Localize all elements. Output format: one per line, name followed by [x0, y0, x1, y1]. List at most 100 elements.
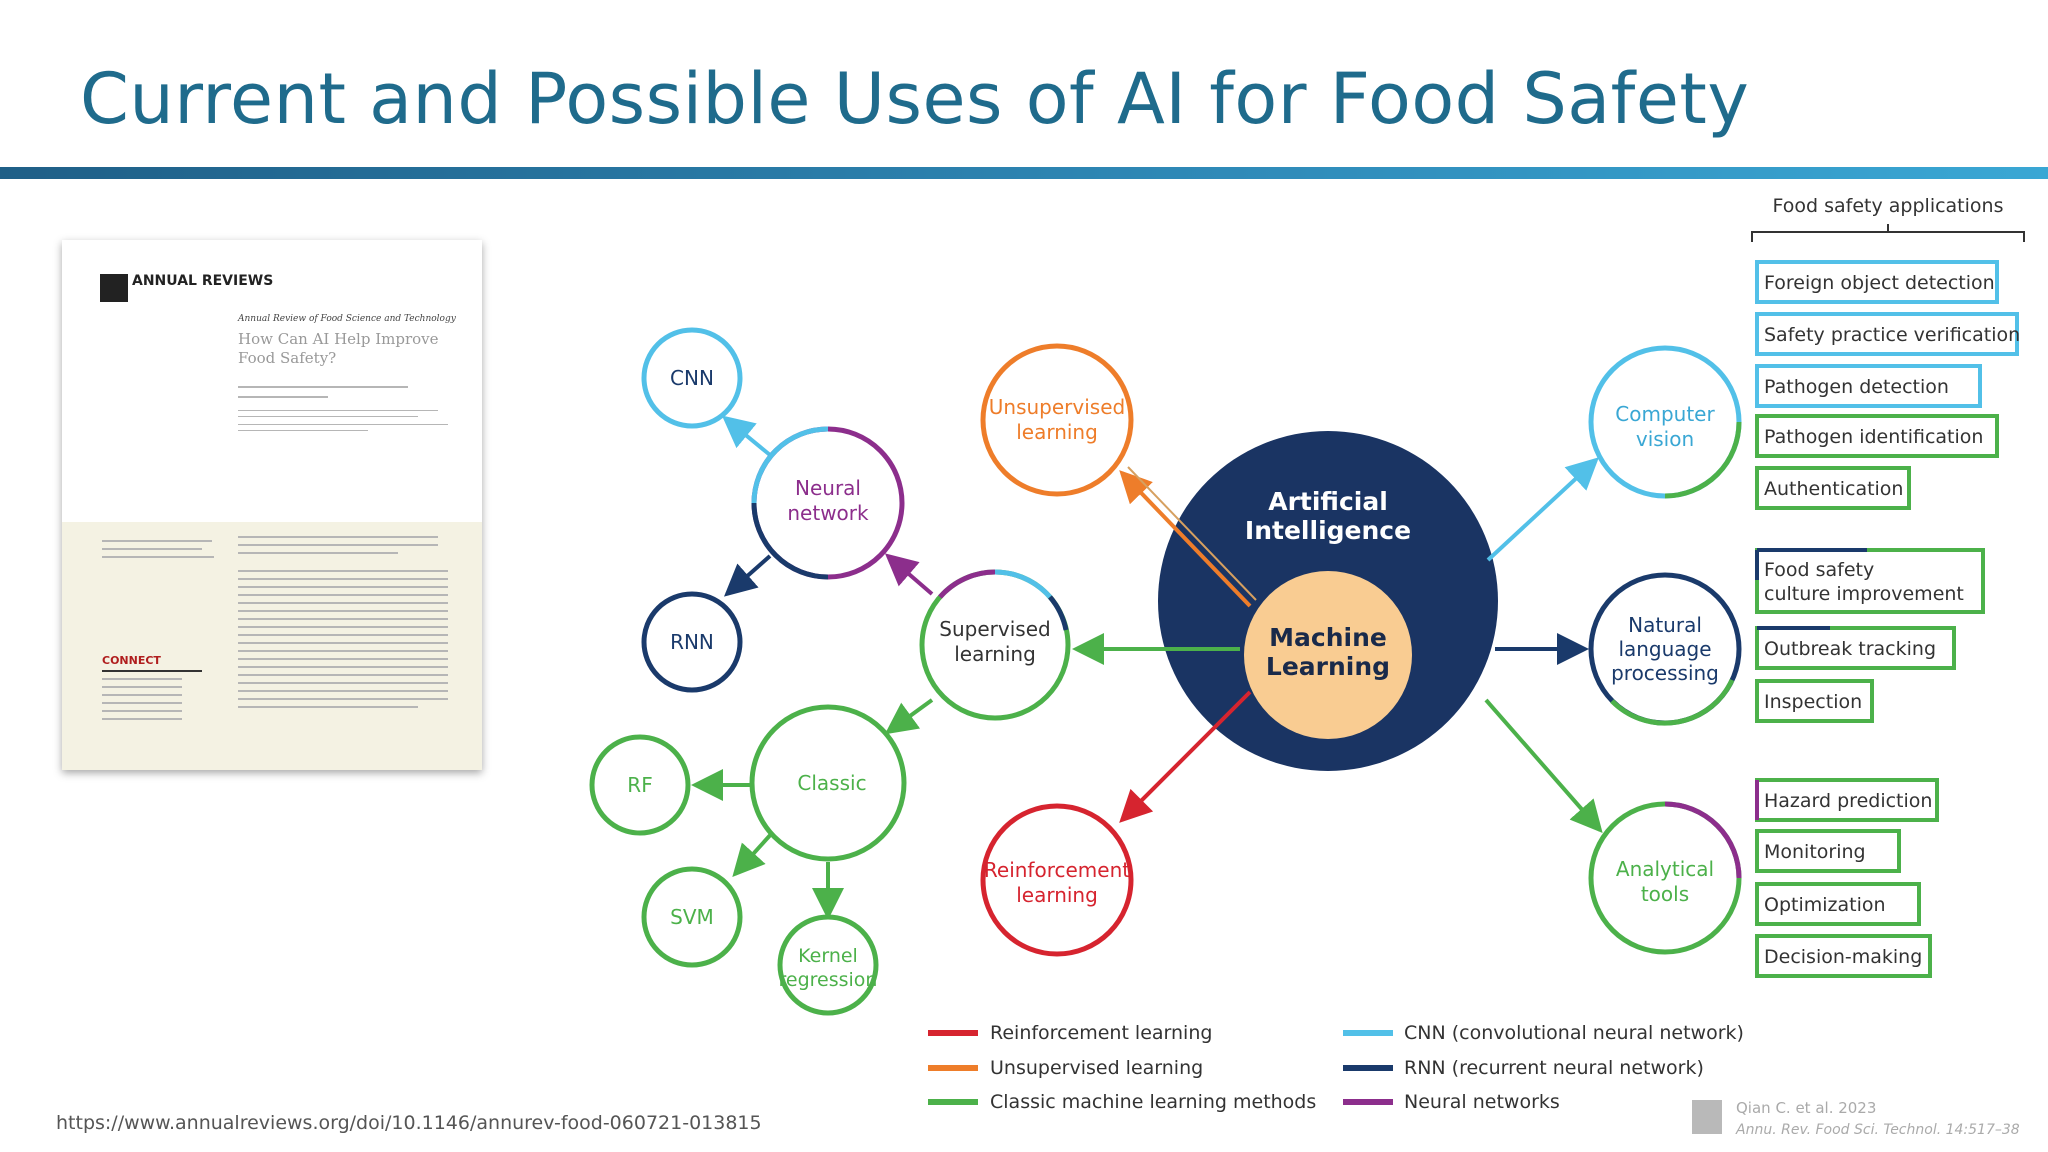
paper-text-line [238, 618, 448, 620]
app-label: Monitoring [1764, 841, 1866, 863]
paper-text-line [238, 650, 448, 652]
app-label: Pathogen detection [1764, 376, 1949, 398]
paper-text-line [238, 706, 418, 708]
kernel-regression-node [777, 914, 879, 1016]
page-title: Current and Possible Uses of AI for Food… [80, 58, 1750, 140]
citation-line: Qian C. et al. 2023 [1736, 1099, 1876, 1117]
paper-text-line [238, 674, 448, 676]
supervised-label: learning [954, 642, 1036, 666]
ml-label: Learning [1266, 652, 1390, 681]
app-label: Hazard prediction [1764, 790, 1932, 812]
app-label: Decision-making [1764, 946, 1922, 968]
paper-text-line [102, 670, 202, 672]
paper-text-line [238, 594, 448, 596]
arrow-neural-to-cnn [721, 415, 772, 457]
analytical-tools-label: Analytical [1616, 857, 1714, 881]
paper-text-line [238, 552, 398, 554]
app-label: Authentication [1764, 478, 1903, 500]
paper-text-line [238, 430, 368, 431]
app-label: Pathogen identification [1764, 426, 1983, 448]
source-url[interactable]: https://www.annualreviews.org/doi/10.114… [56, 1112, 762, 1134]
neural-network-arc-rnn [751, 502, 829, 580]
nlp-arc-classic [1610, 678, 1735, 726]
paper-text-line [238, 682, 448, 684]
arrow-supervised-to-neural [884, 553, 934, 596]
paper-text-line [102, 678, 182, 680]
computer-vision-arc-classic [1664, 421, 1742, 499]
classic-node [749, 704, 907, 862]
paper-text-line [238, 416, 418, 417]
arrow-classic-to-svm [732, 830, 775, 877]
reinforcement-label: Reinforcement [984, 858, 1130, 882]
analytical-tools-arc-neural [1664, 801, 1742, 879]
legend-label: Unsupervised learning [990, 1057, 1203, 1079]
kernel-regression-label: Kernel [798, 945, 858, 967]
kernel-regression-label: regression [779, 969, 878, 991]
paper-text-line [102, 540, 212, 542]
paper-text-line [238, 690, 448, 692]
analytical-tools-label: tools [1641, 882, 1689, 906]
paper-text-line [238, 634, 448, 636]
ai-label: Artificial [1268, 487, 1388, 516]
app-label: Safety practice verification [1764, 324, 2020, 346]
supervised-node-arc-cnn [994, 569, 1052, 599]
neural-network-arc-cnn [751, 426, 829, 504]
citation-logo [1692, 1100, 1722, 1134]
neural-network-label: network [787, 501, 869, 525]
ml-label: Machine [1269, 623, 1387, 652]
rnn-node [641, 591, 743, 693]
title-divider [0, 167, 2048, 179]
paper-text-line [238, 424, 448, 425]
legend-label: RNN (recurrent neural network) [1404, 1057, 1704, 1079]
arrow-to-unsupervised [1119, 470, 1252, 608]
paper-abstract-area [62, 522, 482, 770]
app-box: Foreign object detection [1755, 260, 1999, 304]
applications-bracket [1751, 224, 2025, 242]
paper-title-line: Food Safety? [238, 349, 337, 367]
rnn-label: RNN [670, 630, 714, 654]
legend-label: CNN (convolutional neural network) [1404, 1022, 1744, 1044]
arrow-supervised-to-classic [884, 698, 934, 735]
app-box: Pathogen detection [1755, 364, 1982, 408]
paper-text-line [238, 570, 448, 572]
ai-label: Intelligence [1245, 516, 1411, 545]
computer-vision-label: Computer [1615, 402, 1715, 426]
applications-header: Food safety applications [1773, 195, 2004, 217]
paper-text-line [238, 666, 448, 668]
paper-thumbnail[interactable]: ANNUAL REVIEWS Annual Review of Food Sci… [62, 240, 482, 770]
arrow-to-computer-vision [1486, 457, 1599, 562]
app-box: Pathogen identification [1755, 414, 1999, 458]
computer-vision-label: vision [1636, 427, 1694, 451]
nlp-label: processing [1611, 661, 1719, 685]
rf-label: RF [627, 773, 652, 797]
app-box: Optimization [1755, 882, 1921, 926]
paper-text-line [102, 718, 182, 720]
legend: Reinforcement learning Unsupervised lear… [928, 1022, 1744, 1113]
paper-text-line [238, 658, 448, 660]
unsupervised-label: Unsupervised [989, 395, 1125, 419]
classic-label: Classic [797, 771, 866, 795]
app-box: Decision-making [1755, 934, 1932, 978]
app-box: Outbreak tracking [1755, 626, 1956, 670]
paper-publisher: ANNUAL REVIEWS [132, 273, 274, 289]
cnn-label: CNN [670, 366, 714, 390]
cnn-node [641, 327, 743, 429]
app-label: Foreign object detection [1764, 272, 1995, 294]
paper-text-line [102, 686, 182, 688]
arrow-neural-to-rnn [724, 554, 772, 597]
paper-text-line [102, 710, 182, 712]
app-label: Food safety [1764, 559, 1874, 581]
paper-text-line [238, 578, 448, 580]
paper-text-line [238, 544, 438, 546]
app-box: Monitoring [1755, 829, 1901, 873]
citation-line: Annu. Rev. Food Sci. Technol. 14:517–38 [1735, 1122, 2020, 1138]
app-label: Inspection [1764, 691, 1862, 713]
paper-text-line [238, 610, 448, 612]
legend-label: Reinforcement learning [990, 1022, 1212, 1044]
reinforcement-label: learning [1016, 883, 1098, 907]
paper-text-line [238, 642, 448, 644]
ml-circle [1244, 571, 1412, 739]
paper-text-line [102, 702, 182, 704]
paper-text-line [238, 698, 448, 700]
nlp-label: language [1618, 637, 1711, 661]
